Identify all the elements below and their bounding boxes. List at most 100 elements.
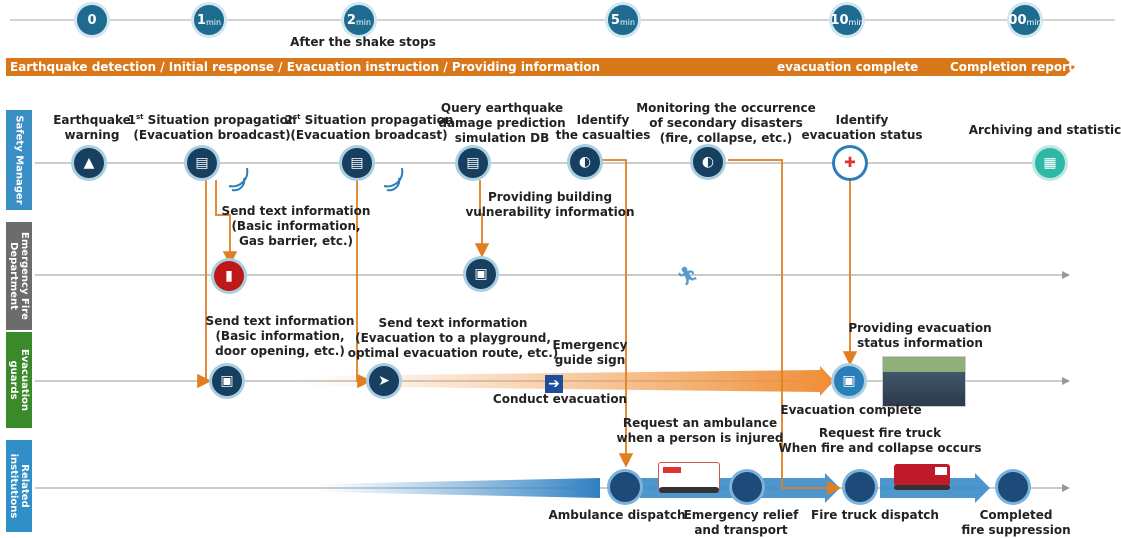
label-line: (Basic information, (215, 329, 345, 343)
lane-related-institutions: Related institutions (6, 440, 32, 532)
ambulance-icon (658, 462, 720, 493)
label-monitoring: Monitoring the occurrence of secondary d… (636, 101, 816, 146)
label-line: (Evacuation broadcast) (290, 128, 448, 142)
timeline-value: 1 (196, 12, 206, 28)
lane-label: Emergency Fire Department (8, 232, 30, 320)
label-send-text-1: Send text information (Basic information… (222, 204, 371, 249)
label-line: (Basic information, (231, 219, 361, 233)
banner-left-text: Earthquake detection / Initial response … (10, 60, 601, 74)
relief-node (732, 472, 762, 502)
label-line: warning (64, 128, 120, 142)
timeline-value: 2 (346, 12, 356, 28)
label-first-propagation: 1st Situation propagation (Evacuation br… (128, 110, 297, 143)
label-line: Identify (576, 113, 630, 127)
label-text: Situation propagation (300, 113, 454, 127)
label-text: Situation propagation (143, 113, 297, 127)
label-line: fire suppression (961, 523, 1071, 537)
label-completed-suppression: Completed fire suppression (961, 508, 1070, 538)
label-line: Earthquake (53, 113, 131, 127)
timeline-unit: min (619, 17, 636, 27)
tablet-icon: ▣ (212, 366, 242, 396)
running-person-icon: 🏃︎ (676, 266, 699, 287)
label-send-text-2: Send text information (Basic information… (206, 314, 355, 359)
timeline-value: 0 (87, 12, 97, 28)
timeline-value: 5 (610, 12, 620, 28)
tablet-icon: ▣ (466, 259, 496, 289)
label-emergency-relief: Emergency relief and transport (684, 508, 799, 538)
label-line: Send text information (205, 314, 355, 328)
label-line: Send text information (378, 316, 528, 330)
cctv-camera-icon: ◐ (693, 147, 723, 177)
label-line: vulnerability information (465, 205, 635, 219)
siren-icon: ▲ (74, 148, 104, 178)
label-line: (fire, collapse, etc.) (659, 131, 793, 145)
archive-icon: ▦ (1035, 148, 1065, 178)
timeline-note: After the shake stops (290, 35, 436, 49)
lane-evacuation-guards: Evacuation guards (6, 332, 32, 428)
label-line: damage prediction (438, 116, 566, 130)
timeline-unit: min (848, 17, 864, 27)
label-archiving: Archiving and statistic (968, 123, 1121, 137)
arrow-right-icon: ➔ (545, 375, 563, 393)
label-line: Request an ambulance (622, 416, 778, 430)
lane-label: Related institutions (8, 453, 30, 519)
label-line: Request fire truck (818, 426, 942, 440)
timeline-unit: min (355, 17, 372, 27)
label-line: Gas barrier, etc.) (239, 234, 353, 248)
label-fire-truck-dispatch: Fire truck dispatch (811, 508, 939, 522)
label-second-propagation: 2st Situation propagation (Evacuation br… (285, 110, 454, 143)
label-earthquake-warning: Earthquake warning (53, 113, 131, 143)
label-building-vulnerability: Providing building vulnerability informa… (465, 190, 634, 220)
ordinal: 2 (284, 113, 293, 127)
timeline-value: 10 (830, 12, 849, 28)
ordinal-suffix: st (292, 113, 301, 121)
label-evacuation-complete: Evacuation complete (780, 403, 922, 417)
lane-label: Safety Manager (13, 115, 25, 205)
label-line: Emergency (552, 338, 628, 352)
label-line: 1st Situation propagation (128, 110, 297, 128)
label-ambulance-dispatch: Ambulance dispatch (548, 508, 686, 522)
running-person-icon: ➤ (369, 366, 399, 396)
fire-truck-dispatch-node (845, 472, 875, 502)
label-line: (Evacuation broadcast) (133, 128, 291, 142)
lane-safety-manager: Safety Manager (6, 110, 32, 210)
label-line: Completed (979, 508, 1053, 522)
cctv-camera-icon: ◐ (570, 147, 600, 177)
banner-right-text: Completion report (950, 60, 1074, 74)
label-line: optimal evacuation route, etc.) (347, 346, 559, 360)
server-icon: ▤ (187, 148, 217, 178)
label-line: Send text information (221, 204, 371, 218)
timeline-value: 00 (1008, 12, 1027, 28)
label-line: Identify (835, 113, 889, 127)
label-line: and transport (694, 523, 788, 537)
banner-middle-text: evacuation complete (777, 60, 919, 74)
server-icon: ▤ (458, 148, 488, 178)
label-providing-evacuation-status: Providing evacuation status information (848, 321, 991, 351)
crowd-photo (882, 356, 966, 407)
server-icon: ▤ (342, 148, 372, 178)
tablet-icon: ▣ (834, 366, 864, 396)
timeline-unit: min (1026, 17, 1042, 27)
label-line: When fire and collapse occurs (778, 441, 982, 455)
label-query-db: Query earthquake damage prediction simul… (438, 101, 565, 146)
label-line: Emergency relief (683, 508, 799, 522)
label-send-text-3: Send text information (Evacuation to a p… (348, 316, 559, 361)
label-conduct-evacuation: Conduct evacuation (492, 392, 628, 406)
label-line: simulation DB (454, 131, 550, 145)
timeline-unit: min (205, 17, 222, 27)
fire-extinguisher-icon: ▮ (214, 261, 244, 291)
label-line: Providing evacuation (848, 321, 992, 335)
label-line: evacuation status (801, 128, 923, 142)
label-identify-casualties: Identify the casualties (556, 113, 651, 143)
label-identify-evacuation-status: Identify evacuation status (801, 113, 922, 143)
completed-node (998, 472, 1028, 502)
label-line: door opening, etc.) (215, 344, 345, 358)
label-line: (Evacuation to a playground, (355, 331, 551, 345)
label-line: status information (857, 336, 983, 350)
lane-emergency-fire: Emergency Fire Department (6, 222, 32, 330)
label-line: Query earthquake (440, 101, 564, 115)
